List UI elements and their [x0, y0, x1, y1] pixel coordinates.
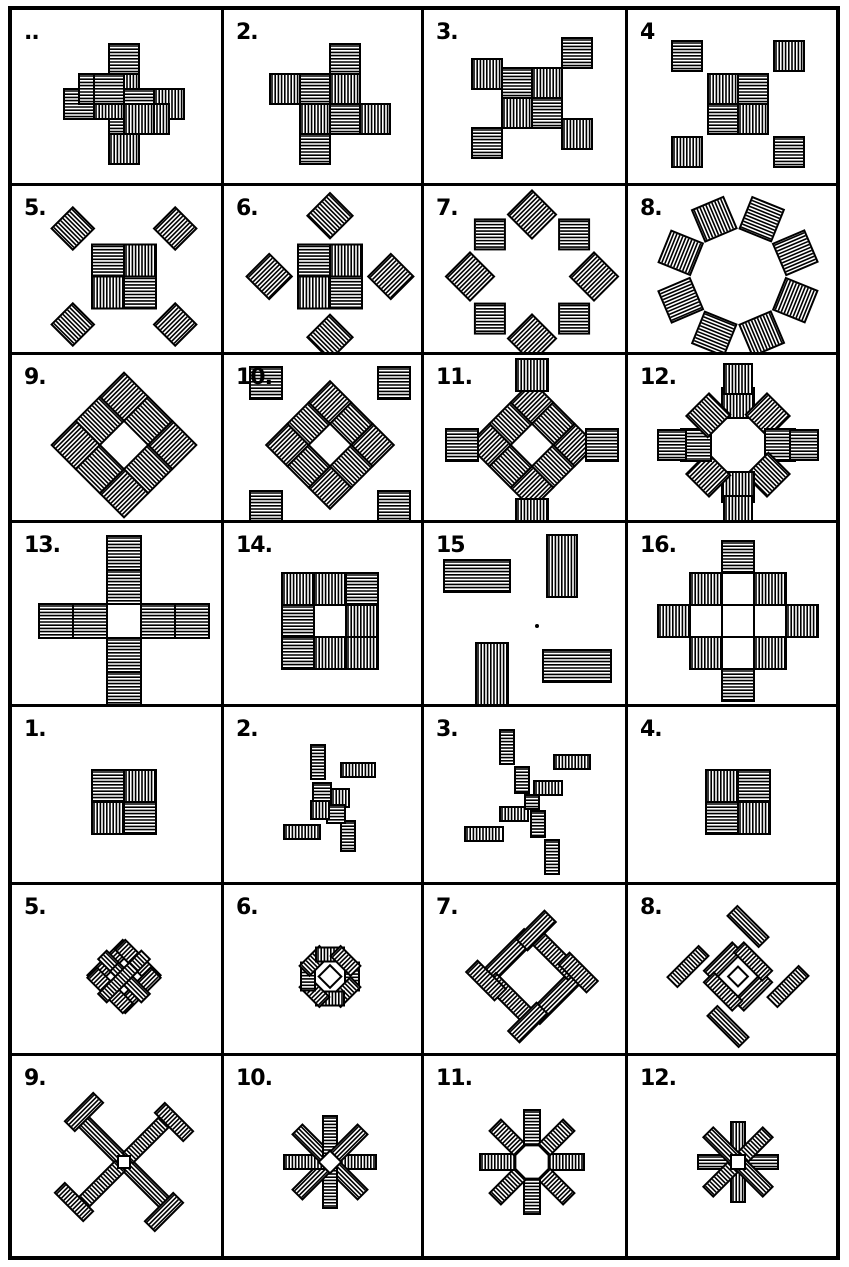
figure-number: 10.: [236, 365, 272, 390]
figure-number: 7.: [436, 895, 458, 920]
figure-number: 6.: [236, 196, 258, 221]
figure-cell: 7.: [424, 186, 628, 355]
figure-cell: 10.: [224, 1056, 424, 1256]
figure-number: 8.: [640, 196, 662, 221]
figure-cell: 11.: [424, 1056, 628, 1256]
figure-cell: 9.: [12, 1056, 224, 1256]
figure-grid: .. 2. 3. 4 5. 6. 7. 8. 9. 10. 11. 12. 13. 14. 15 16. 1. 2…: [12, 10, 836, 1256]
figure-number: 15: [436, 533, 465, 558]
figure-cell: ..: [12, 10, 224, 186]
figure-number: 7.: [436, 196, 458, 221]
figure-cell: 2.: [224, 10, 424, 186]
figure-number: ..: [24, 20, 39, 45]
figure-number: 12.: [640, 1066, 676, 1091]
figure-number: 12.: [640, 365, 676, 390]
four-corner-tile-icon: [628, 10, 836, 186]
figure-number: 10.: [236, 1066, 272, 1091]
figure-plate: .. 2. 3. 4 5. 6. 7. 8. 9. 10. 11. 12. 13. 14. 15 16. 1. 2…: [8, 6, 840, 1260]
figure-cell: 16.: [628, 523, 836, 707]
figure-cell: 9.: [12, 355, 224, 523]
figure-number: 1.: [24, 717, 46, 742]
figure-number: 5.: [24, 895, 46, 920]
figure-cell: 13.: [12, 523, 224, 707]
figure-cell: 5.: [12, 186, 224, 355]
figure-number: 14.: [236, 533, 272, 558]
figure-cell: 12.: [628, 1056, 836, 1256]
figure-number: 9.: [24, 1066, 46, 1091]
figure-cell: 10.: [224, 355, 424, 523]
figure-cell: 14.: [224, 523, 424, 707]
figure-cell: 8.: [628, 186, 836, 355]
figure-cell: 3.: [424, 10, 628, 186]
figure-number: 3.: [436, 20, 458, 45]
figure-number: 16.: [640, 533, 676, 558]
figure-cell: 4.: [628, 707, 836, 885]
figure-cell: 6.: [224, 885, 424, 1056]
figure-number: 8.: [640, 895, 662, 920]
figure-cell: 2.: [224, 707, 424, 885]
figure-number: 11.: [436, 365, 472, 390]
figure-cell: 15: [424, 523, 628, 707]
figure-cell: 11.: [424, 355, 628, 523]
figure-number: 13.: [24, 533, 60, 558]
figure-number: 3.: [436, 717, 458, 742]
figure-number: 2.: [236, 20, 258, 45]
figure-cell: 3.: [424, 707, 628, 885]
figure-number: 4.: [640, 717, 662, 742]
figure-cell: 1.: [12, 707, 224, 885]
figure-cell: 7.: [424, 885, 628, 1056]
figure-number: 4: [640, 20, 654, 45]
figure-cell: 5.: [12, 885, 224, 1056]
figure-number: 2.: [236, 717, 258, 742]
figure-cell: 6.: [224, 186, 424, 355]
figure-cell: 8.: [628, 885, 836, 1056]
figure-number: 5.: [24, 196, 46, 221]
figure-number: 9.: [24, 365, 46, 390]
figure-cell: 12.: [628, 355, 836, 523]
figure-number: 6.: [236, 895, 258, 920]
cross-plus-tile-icon: [12, 10, 224, 186]
figure-number: 11.: [436, 1066, 472, 1091]
figure-cell: 4: [628, 10, 836, 186]
